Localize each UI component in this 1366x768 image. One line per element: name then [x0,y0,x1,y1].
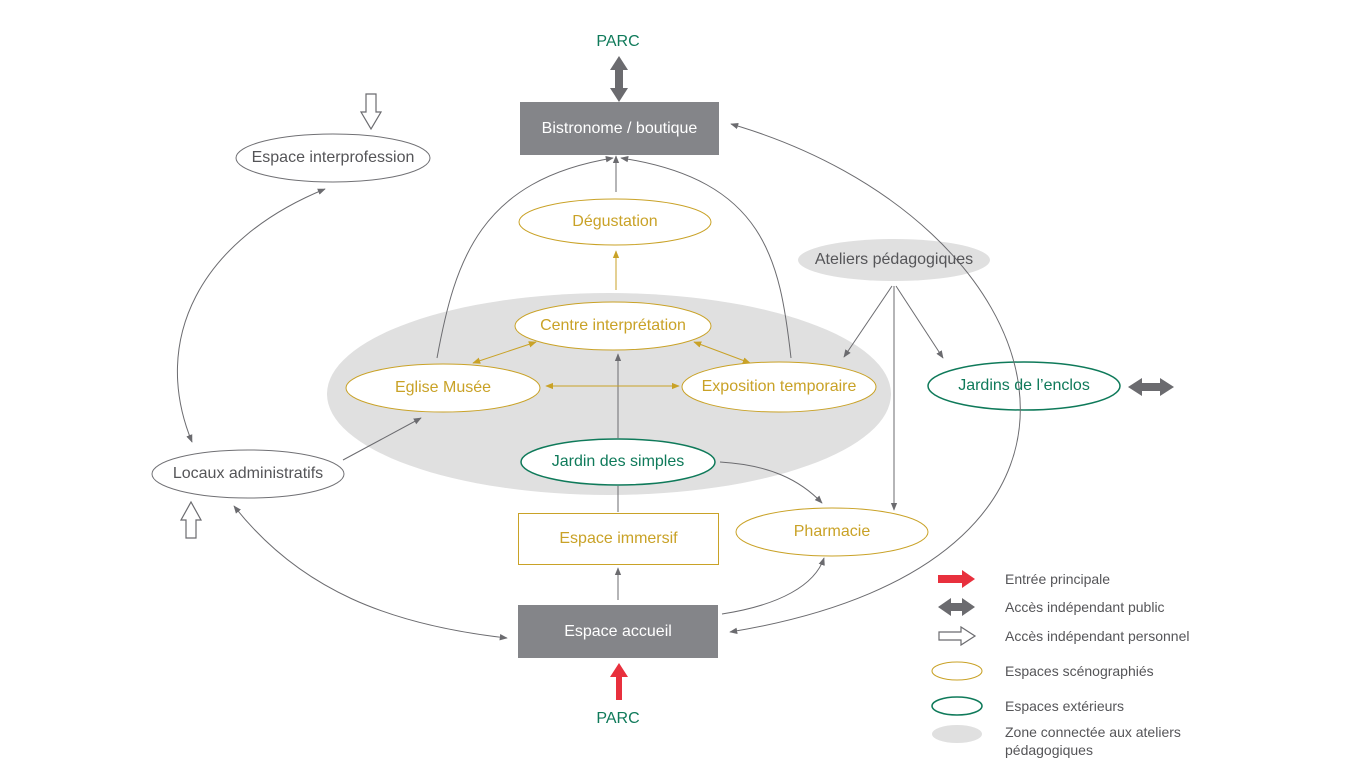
legend-entree-label: Entrée principale [1005,571,1111,587]
espace-immersif-box: Espace immersif [518,513,719,565]
jardin-simples-ellipse [520,438,716,486]
espace-interprofession-label: Espace interprofession [251,149,415,166]
locaux-ellipse [151,449,345,499]
bistronome-box: Bistronome / boutique [520,102,719,155]
legend-entree-symbol [938,570,975,588]
legend-acces-personnel-label: Accès indépendant personnel [1005,628,1190,644]
parc-top-label: PARC [596,33,640,50]
connector-simples-pharmacie [719,461,823,504]
connector-locaux-accueil [233,505,508,641]
jardins-enclos-label: Jardins de l’enclos [958,377,1090,394]
bistronome-label: Bistronome / boutique [541,119,698,137]
connector-accueil-pharmacie [721,557,825,615]
pharmacie-label: Pharmacie [793,523,871,540]
legend-zone-symbol [932,725,982,743]
legend-exterieurs-symbol [931,696,983,716]
connector-centre-exposition [693,341,751,364]
connector-eglise-centre [472,341,537,364]
degustation-ellipse [518,198,712,246]
main-entrance-arrow [610,663,628,700]
legend-scenographies-symbol [931,661,983,681]
connector-locaux-eglise [342,417,422,461]
espace-interprofession-ellipse [235,133,431,183]
connector-exposition-bistronome [620,155,792,359]
legend-acces-personnel-symbol [938,625,977,647]
connector-accueil-bistronome [729,122,1021,634]
legend-exterieurs-label: Espaces extérieurs [1005,698,1125,714]
locaux-label: Locaux administratifs [172,465,324,482]
legend-scenographies-label: Espaces scénographiés [1005,663,1154,679]
ateliers-label: Ateliers pédagogiques [814,251,974,268]
connector-ateliers-exposition [843,285,893,358]
interprofession-personnel-arrow [359,93,383,131]
espace-accueil-label: Espace accueil [564,622,672,640]
ateliers-zone-ellipse [798,239,990,281]
eglise-label: Eglise Musée [394,379,492,396]
legend-acces-public-symbol [938,598,975,616]
locaux-personnel-arrow [179,500,203,539]
centre-ellipse [514,301,712,351]
centre-label: Centre interprétation [540,317,686,334]
connector-ateliers-jardins [895,285,944,359]
parc-bottom-label: PARC [596,710,640,727]
connector-eglise-bistronome [436,156,614,359]
legend-zone-label: Zone connectée aux ateliers pédagogiques [1005,724,1181,758]
jardin-simples-label: Jardin des simples [551,453,685,470]
legend-acces-public-label: Accès indépendant public [1005,599,1165,615]
degustation-label: Dégustation [572,213,658,230]
espace-immersif-label: Espace immersif [559,530,678,547]
jardins-enclos-ellipse [927,361,1121,411]
espace-accueil-box: Espace accueil [518,605,718,658]
exposition-label: Exposition temporaire [701,378,857,395]
eglise-ellipse [345,363,541,413]
parc-top-access-arrow [610,56,628,102]
jardins-enclos-access-arrow [1128,378,1174,396]
connector-locaux-interprofession [177,188,326,443]
